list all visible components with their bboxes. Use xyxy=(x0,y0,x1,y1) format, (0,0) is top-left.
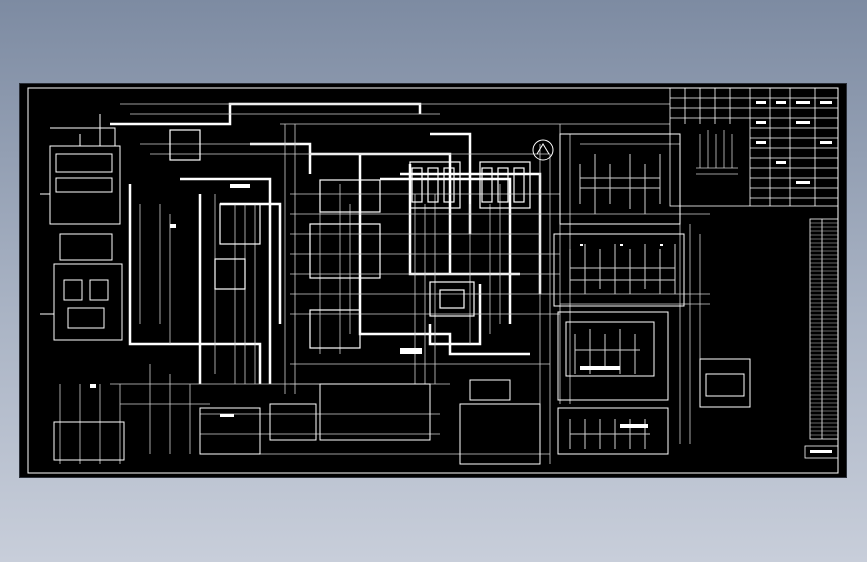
parts-list-rows xyxy=(810,222,838,436)
central-modules xyxy=(169,129,531,349)
right-control-section xyxy=(553,133,751,455)
parts-list-table xyxy=(809,218,839,440)
cad-drawing-canvas[interactable] xyxy=(20,84,846,477)
title-block xyxy=(804,445,839,459)
control-wiring xyxy=(59,103,710,464)
drawing-border xyxy=(27,87,839,474)
bottom-terminal-blocks xyxy=(53,379,541,465)
relay-contacts xyxy=(569,154,676,449)
label-marks xyxy=(90,184,663,428)
schematic-drawing xyxy=(27,87,839,474)
legend-sketch xyxy=(696,130,738,175)
main-bus-lines xyxy=(110,102,542,384)
legend-table xyxy=(669,87,839,207)
legend-text-marks xyxy=(756,101,832,184)
left-power-section xyxy=(40,114,123,341)
motor-symbol xyxy=(532,139,554,161)
